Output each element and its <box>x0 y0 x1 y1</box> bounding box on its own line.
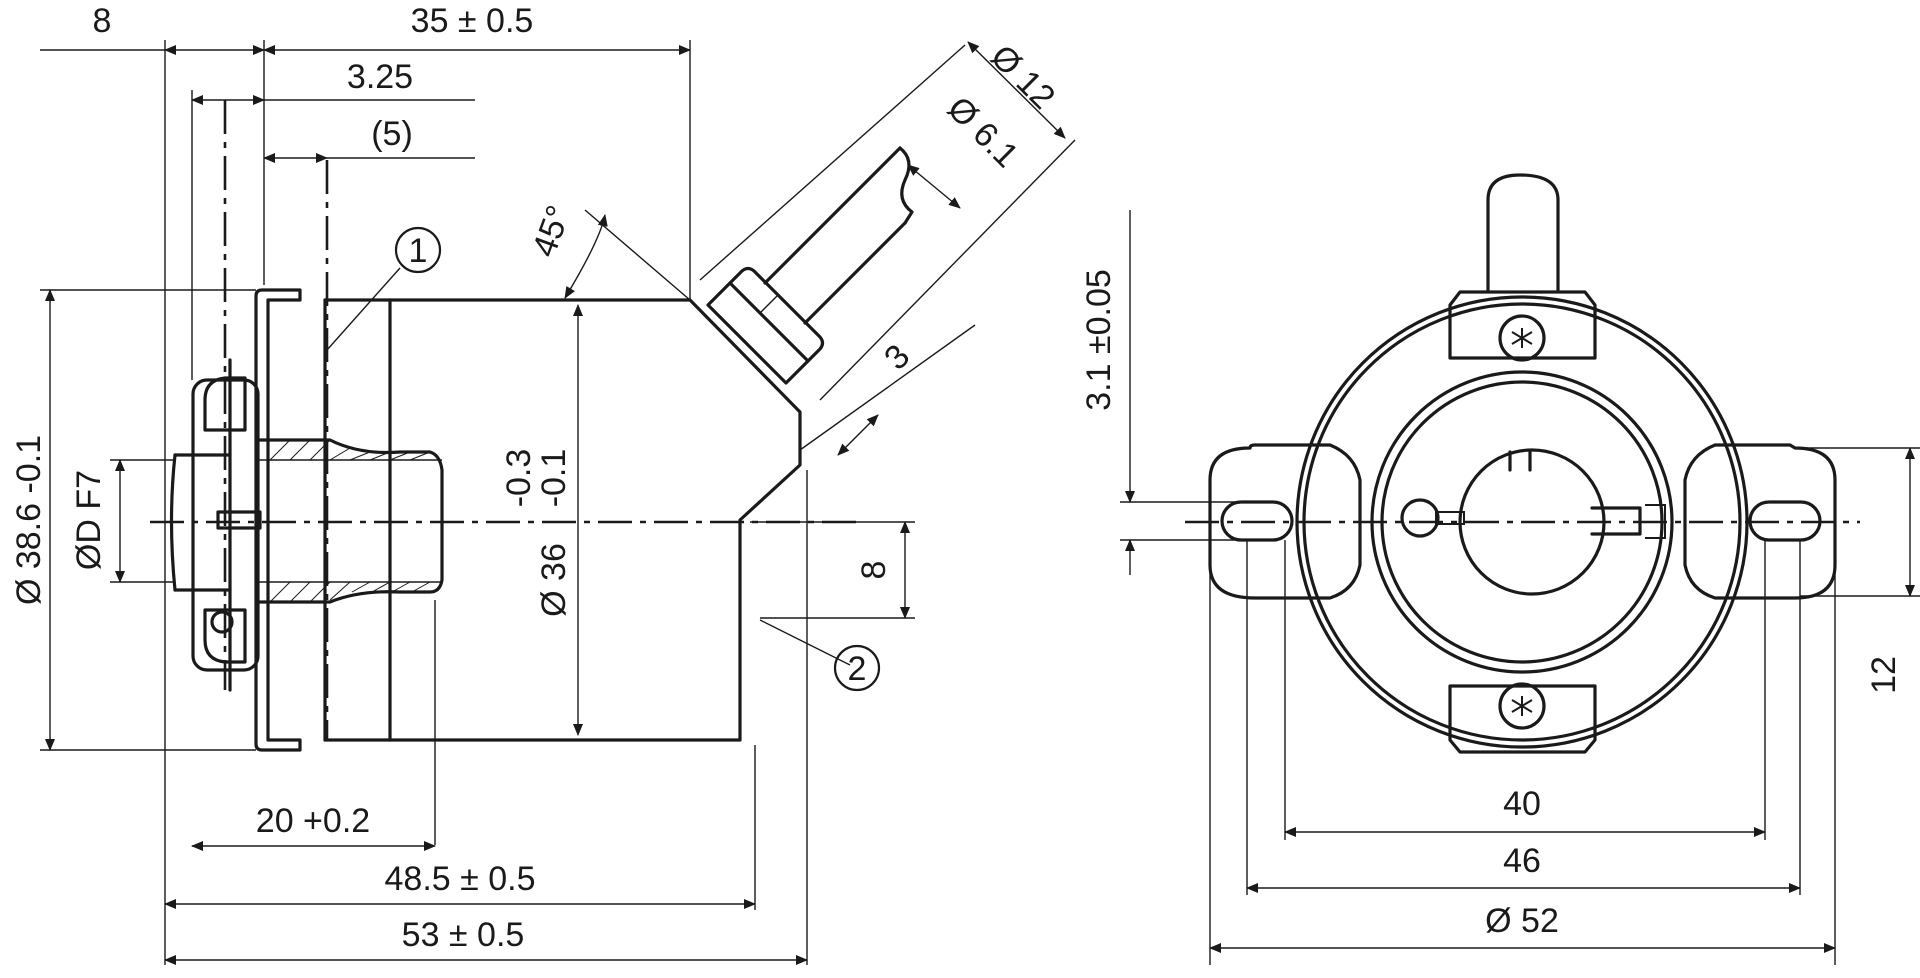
callout-1-circle <box>394 226 442 274</box>
callout-2: 2 <box>848 650 867 688</box>
dim-d36: Ø 36 <box>535 543 573 617</box>
cable <box>763 146 914 325</box>
dim-12: 12 <box>1865 656 1903 694</box>
dim-d52: Ø 52 <box>1485 902 1559 940</box>
housing-outline <box>388 298 802 742</box>
hollow-shaft <box>256 438 444 604</box>
front-view: 3.1 ±0.05 12 40 46 Ø 52 <box>1080 173 1920 965</box>
dim-tol-2: -0.1 <box>535 449 573 508</box>
cable-stub <box>1486 173 1560 292</box>
dim-dDF7: ØD F7 <box>70 470 108 570</box>
dim-d61: Ø 6.1 <box>940 89 1026 175</box>
callout-1: 1 <box>409 232 428 270</box>
dim-5: (5) <box>371 115 413 153</box>
dim-325: 3.25 <box>347 58 413 96</box>
dim-d386: Ø 38.6 -0.1 <box>10 435 48 605</box>
dim-45: 45° <box>525 201 578 262</box>
dim-20: 20 +0.2 <box>256 802 370 840</box>
dim-31: 3.1 ±0.05 <box>1080 269 1118 411</box>
side-view: 1 2 8 35 ± 0.5 3.25 (5) Ø 12 Ø 6.1 45° 3… <box>10 2 1076 965</box>
dim-40: 40 <box>1503 785 1541 823</box>
dim-35: 35 ± 0.5 <box>411 2 534 40</box>
dim-53: 53 ± 0.5 <box>402 916 525 954</box>
dim-d12: Ø 12 <box>983 38 1062 117</box>
dim-8-top: 8 <box>93 2 112 40</box>
coupling-arm-right <box>1683 443 1837 600</box>
callout-2-circle <box>833 644 881 692</box>
dim-tol-1: -0.3 <box>500 449 538 508</box>
dim-8-right: 8 <box>855 561 893 580</box>
dim-46: 46 <box>1503 842 1541 880</box>
flange-outline <box>254 288 302 752</box>
cable-gland <box>706 266 825 385</box>
dim-485: 48.5 ± 0.5 <box>385 860 536 898</box>
coupling-arm-left <box>1208 443 1362 600</box>
